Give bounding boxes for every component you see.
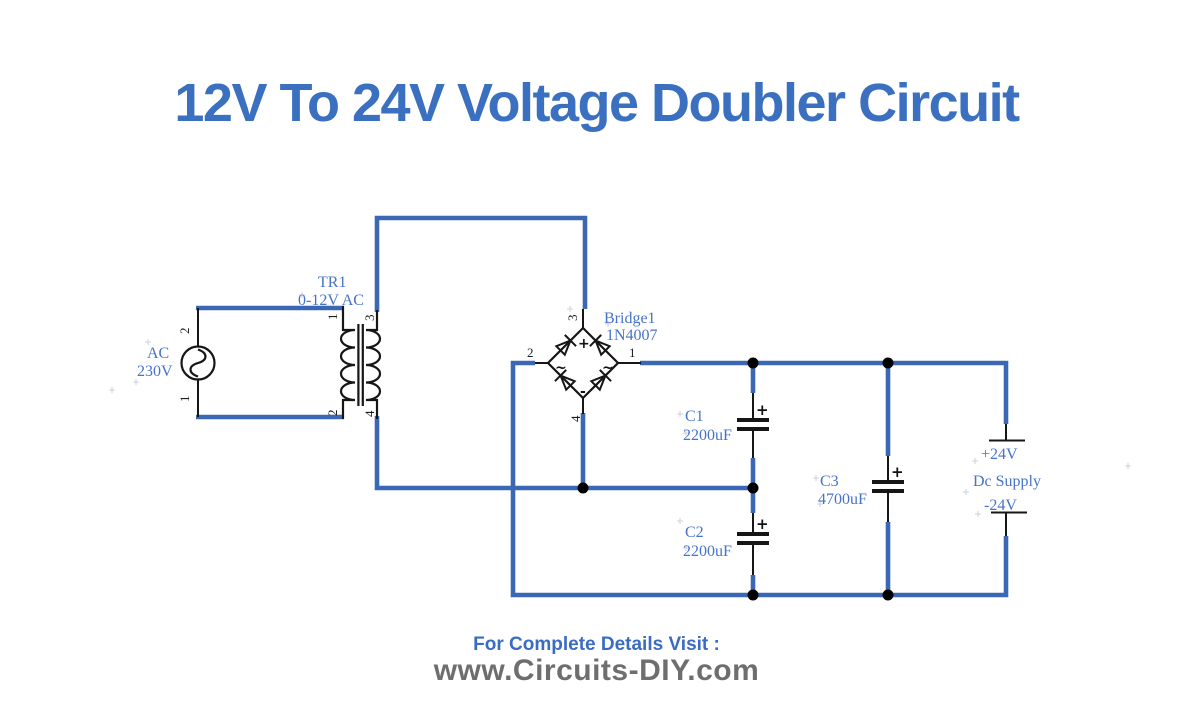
bridge-pin-left: 2 — [527, 345, 534, 360]
bridge-diode-bottom-right — [589, 369, 612, 392]
junction-c2-bottom — [747, 589, 759, 601]
wire-secondary-top-loop — [374, 215, 588, 312]
wire-top-rail — [640, 360, 1009, 424]
c3-value-label: 4700uF — [818, 491, 867, 508]
ac-pin-top: 2 — [177, 328, 192, 335]
transformer-secondary-winding — [365, 310, 382, 419]
bridge-value-label: 1N4007 — [606, 327, 658, 344]
c1-value-label: 2200uF — [683, 427, 732, 444]
ac-value-label: 230V — [137, 363, 173, 380]
dc-output: +24V Dc Supply -24V — [973, 424, 1041, 536]
ac-sine-icon — [189, 348, 207, 378]
transformer-primary-winding — [339, 306, 356, 419]
transformer-pin-2: 2 — [325, 410, 340, 417]
transformer-pin-3: 3 — [362, 315, 377, 322]
junction-c3-top — [882, 357, 894, 369]
output-positive-terminal — [989, 424, 1025, 442]
wire-secondary-bottom-to-bridge — [374, 416, 753, 491]
c1-plate-bottom — [737, 427, 769, 431]
ac-source-symbol — [180, 345, 216, 381]
bridge-diode-top-right — [589, 334, 612, 357]
junction-c3-bottom — [882, 589, 894, 601]
bridge-rectifier: + ~ ~ - 3 2 1 4 Bridge1 1N4007 — [527, 309, 658, 422]
bridge-diode-bottom-left — [554, 369, 577, 392]
ac-name-label: AC — [147, 345, 169, 362]
ac-source: 2 1 AC 230V — [137, 308, 216, 417]
c1-plate-top — [737, 418, 769, 422]
bridge-mark-plus: + — [578, 336, 590, 352]
page-title: 12V To 24V Voltage Doubler Circuit — [174, 73, 1020, 133]
c2-plate-top — [737, 532, 769, 536]
c3-plate-top — [872, 480, 904, 484]
junction-bridge-bottom — [577, 482, 589, 494]
c2-value-label: 2200uF — [683, 543, 732, 560]
wire-bottom-rail — [510, 360, 1009, 598]
c2-ref-label: C2 — [685, 524, 704, 541]
bridge-pin-right: 1 — [629, 345, 636, 360]
footer-website-text: www.Circuits-DIY.com — [433, 654, 760, 687]
output-negative-label: -24V — [984, 497, 1017, 514]
transformer: 1 2 3 4 TR1 0-12V AC — [298, 274, 382, 419]
bridge-diamond — [546, 326, 620, 400]
transformer-pin-1: 1 — [325, 314, 340, 321]
bridge-mark-minus: - — [580, 384, 586, 400]
bridge-pin-top: 3 — [565, 315, 580, 322]
output-negative-terminal — [991, 511, 1027, 536]
output-positive-label: +24V — [981, 446, 1018, 463]
bridge-mark-ac-right: ~ — [602, 360, 614, 376]
c3-polarity-mark: + — [891, 463, 904, 481]
output-name-label: Dc Supply — [973, 473, 1041, 490]
junction-c1-top — [747, 357, 759, 369]
ac-pin-bottom: 1 — [177, 396, 192, 403]
capacitor-c2: + C2 2200uF — [683, 513, 769, 575]
capacitor-c1: + C1 2200uF — [683, 393, 769, 458]
c1-polarity-mark: + — [756, 401, 769, 419]
c3-plate-bottom — [872, 489, 904, 493]
transformer-core — [357, 324, 364, 406]
c2-polarity-mark: + — [756, 515, 769, 533]
grid-anchor-marks — [109, 292, 1131, 551]
c2-plate-bottom — [737, 541, 769, 545]
c1-ref-label: C1 — [685, 408, 704, 425]
junction-dots — [577, 357, 894, 601]
bridge-mark-ac-left: ~ — [555, 360, 567, 376]
bridge-diode-top-left — [554, 334, 577, 357]
capacitor-c3: + C3 4700uF — [818, 456, 904, 522]
transformer-value-label: 0-12V AC — [298, 292, 364, 309]
footer-visit-text: For Complete Details Visit : — [473, 634, 720, 655]
junction-c1-c2-mid — [747, 482, 759, 494]
bridge-ref-label: Bridge1 — [604, 310, 656, 327]
transformer-pin-4: 4 — [362, 410, 377, 417]
wires — [196, 215, 1009, 598]
c3-ref-label: C3 — [820, 473, 839, 490]
transformer-ref-label: TR1 — [318, 274, 346, 291]
bridge-pin-bottom: 4 — [568, 415, 583, 422]
